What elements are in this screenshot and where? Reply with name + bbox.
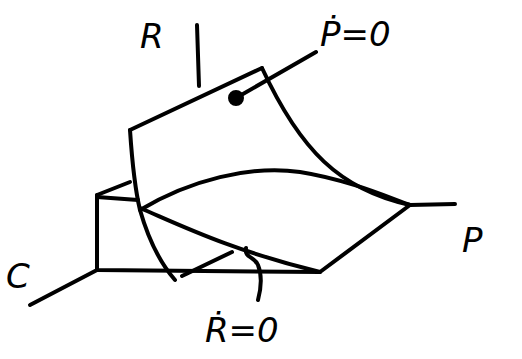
p-axis (410, 204, 455, 205)
r-axis (197, 25, 199, 86)
base-box (97, 182, 130, 195)
base-box (97, 197, 138, 200)
axis-label: C (6, 258, 30, 295)
leader-line (236, 52, 316, 98)
axis-label: Ṗ=0 (320, 16, 391, 53)
surface-curve (140, 208, 320, 272)
leader-line (246, 248, 261, 300)
c-axis (30, 270, 97, 305)
surface-edge (130, 68, 262, 130)
axis-label: Ṙ=0 (205, 312, 279, 349)
axis-label: R (140, 18, 164, 55)
surface-edge (182, 252, 232, 276)
surface-edge (262, 68, 410, 205)
axis-label: P (462, 222, 483, 259)
surface-curve (140, 170, 410, 210)
